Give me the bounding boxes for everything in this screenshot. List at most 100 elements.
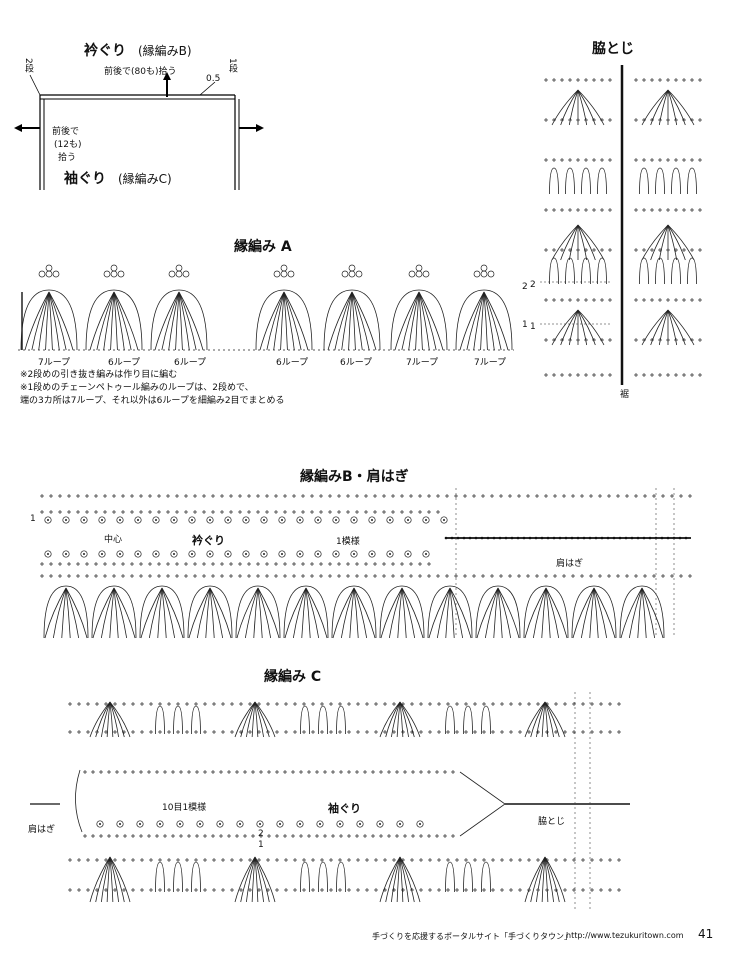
- picot: [196, 820, 204, 828]
- loop-strand: [341, 587, 355, 639]
- picot: [236, 820, 244, 828]
- picot: [65, 553, 67, 555]
- slip-stitch: [606, 536, 610, 540]
- loop-strand: [89, 856, 111, 903]
- picot: [348, 264, 356, 272]
- picot: [99, 823, 101, 825]
- picot: [239, 823, 241, 825]
- loop-strand: [92, 587, 115, 639]
- edge-b-neck: 衿ぐり: [192, 534, 225, 547]
- edge-a-row1: 1: [522, 320, 528, 330]
- picot: [425, 553, 427, 555]
- loop-strand: [568, 309, 579, 346]
- edge-a-loop-3: 6ループ: [174, 358, 207, 368]
- loop-strand: [473, 291, 485, 351]
- slip-stitch: [588, 536, 592, 540]
- loop-strand: [24, 291, 50, 351]
- picot: [110, 264, 118, 272]
- footer-url[interactable]: http://www.tezukuritown.com: [566, 931, 684, 940]
- loop-outline: [463, 861, 473, 893]
- loop-strand: [408, 291, 420, 351]
- loop-strand: [536, 856, 546, 903]
- loop-strand: [667, 309, 686, 346]
- loop-strand: [259, 291, 285, 351]
- loop-strand: [113, 291, 139, 351]
- loop-outline: [139, 585, 185, 639]
- picot: [44, 516, 52, 524]
- loop-outline: [43, 585, 89, 639]
- slip-stitch: [576, 536, 580, 540]
- picot: [404, 550, 412, 558]
- slip-stitch: [618, 536, 622, 540]
- loop-strand: [257, 587, 271, 639]
- loop-strand: [110, 291, 115, 351]
- side-seam-chart: [540, 65, 702, 385]
- armhole-subtitle: (縁編みC): [118, 172, 172, 186]
- picot: [152, 516, 160, 524]
- loop-strand: [641, 224, 669, 261]
- loop-strand: [53, 587, 67, 639]
- edge-c-title: 縁編み C: [264, 669, 322, 685]
- picot: [52, 270, 60, 278]
- picot: [259, 823, 261, 825]
- loop-strand: [65, 587, 71, 639]
- loop-strand: [353, 587, 376, 639]
- picot: [119, 519, 121, 521]
- picot: [245, 553, 247, 555]
- edge-c-neck: 袖ぐり: [328, 802, 361, 815]
- loop-outline: [523, 585, 569, 639]
- loop-strand: [577, 89, 605, 126]
- loop-strand: [560, 309, 579, 346]
- slip-stitch: [474, 536, 478, 540]
- slip-stitch: [642, 536, 646, 540]
- loop-strand: [209, 587, 232, 639]
- picot: [44, 550, 52, 558]
- loop-strand: [273, 291, 285, 351]
- loop-strand: [149, 587, 163, 639]
- loop-outline: [323, 289, 381, 351]
- loop-strand: [379, 701, 401, 738]
- picot: [319, 823, 321, 825]
- loop-strand: [178, 291, 204, 351]
- loop-strand: [109, 587, 115, 639]
- loop-strand: [113, 291, 118, 351]
- picot: [139, 823, 141, 825]
- picot: [137, 519, 139, 521]
- loop-outline: [581, 167, 591, 195]
- loop-strand: [341, 291, 353, 351]
- loop-strand: [545, 587, 559, 639]
- loop-strand: [188, 587, 211, 639]
- loop-strand: [254, 856, 264, 903]
- picot: [281, 519, 283, 521]
- picot: [419, 823, 421, 825]
- loop-outline: [475, 585, 521, 639]
- loop-strand: [101, 856, 111, 903]
- picot: [227, 553, 229, 555]
- slip-stitch: [630, 536, 634, 540]
- loop-strand: [524, 701, 546, 738]
- picot: [173, 553, 175, 555]
- loop-strand: [497, 587, 520, 639]
- edge-a-row2: 2: [522, 282, 528, 292]
- edge-b-chart: [40, 488, 692, 639]
- loop-strand: [658, 309, 669, 346]
- loop-outline: [549, 257, 559, 285]
- picot: [407, 519, 409, 521]
- edge-a-loop-5: 6ループ: [340, 358, 373, 368]
- slip-stitch: [684, 536, 688, 540]
- loop-outline: [655, 257, 665, 285]
- loop-strand: [650, 89, 669, 126]
- loop-strand: [593, 587, 599, 639]
- loop-strand: [234, 701, 256, 738]
- loop-outline: [639, 257, 649, 285]
- picot: [175, 270, 183, 278]
- side-pickup-1: 前後で: [52, 127, 80, 137]
- picot: [65, 519, 67, 521]
- loop-strand: [541, 701, 546, 738]
- loop-outline: [283, 585, 329, 639]
- slip-stitch: [636, 536, 640, 540]
- picot: [296, 516, 304, 524]
- edge-a-loop-1: 7ループ: [38, 358, 71, 368]
- loop-strand: [399, 701, 415, 738]
